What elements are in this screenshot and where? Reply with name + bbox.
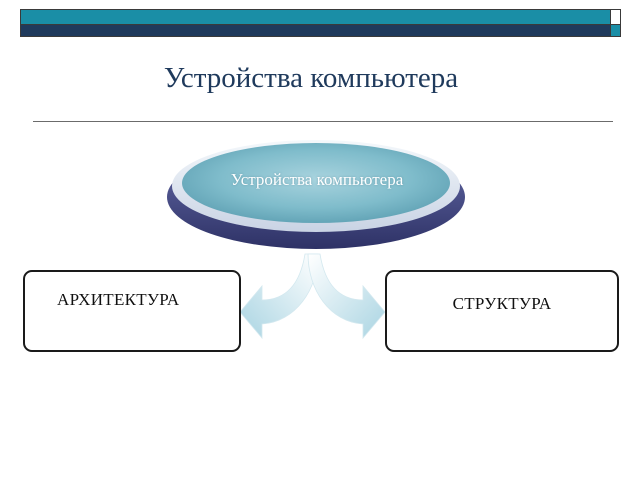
top-decorative-band <box>20 9 621 37</box>
ellipse-top <box>182 143 450 223</box>
slide-title: Устройства компьютера <box>163 62 459 94</box>
title-divider <box>33 121 613 122</box>
center-node-label: Устройства компьютера <box>230 170 404 189</box>
arrow-to-right-box <box>307 253 386 340</box>
structure-label: СТРУКТУРА <box>452 294 552 313</box>
band-upper-bar <box>20 9 611 25</box>
arrow-to-left-box <box>239 253 319 340</box>
band-upper-end-cap <box>611 9 621 25</box>
architecture-box: АРХИТЕКТУРА <box>23 270 241 352</box>
band-lower-end-cap <box>611 25 621 37</box>
architecture-label: АРХИТЕКТУРА <box>57 290 180 309</box>
structure-box: СТРУКТУРА <box>385 270 619 352</box>
center-ellipse-node <box>167 140 465 249</box>
band-lower-bar <box>20 25 611 37</box>
